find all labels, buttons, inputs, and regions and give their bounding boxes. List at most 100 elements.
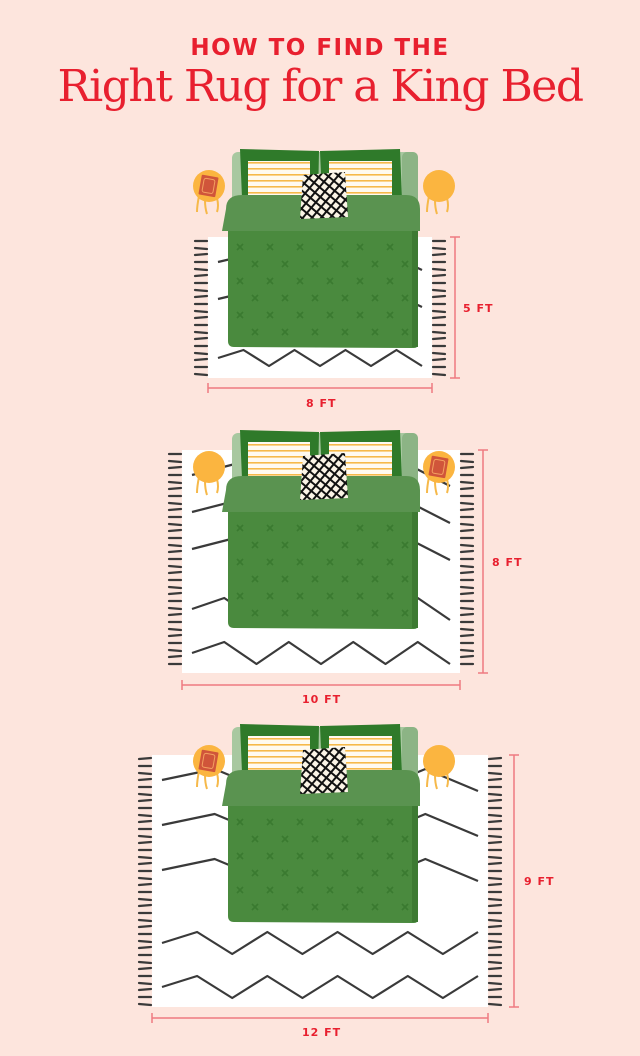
stitch-mark (326, 558, 334, 566)
stitch-mark (296, 524, 304, 532)
dimension-lines (181, 449, 488, 690)
stitch-mark (326, 524, 334, 532)
stitch-mark (356, 311, 364, 319)
stitch-mark (281, 835, 289, 843)
stitch-mark (236, 277, 244, 285)
stitch-mark (401, 575, 409, 583)
stitch-mark (356, 558, 364, 566)
stitch-mark (296, 592, 304, 600)
stitch-mark (296, 277, 304, 285)
nightstand (193, 451, 225, 496)
stitch-mark (401, 835, 409, 843)
stitch-mark (236, 311, 244, 319)
stitch-mark (371, 609, 379, 617)
stitch-mark (311, 328, 319, 336)
stitch-mark (341, 869, 349, 877)
stitch-mark (401, 328, 409, 336)
stitch-mark (311, 260, 319, 268)
stitch-mark (326, 243, 334, 251)
stitch-mark (281, 294, 289, 302)
stitch-mark (311, 835, 319, 843)
stitch-mark (266, 818, 274, 826)
stitch-mark (266, 592, 274, 600)
stitch-mark (356, 852, 364, 860)
stitch-mark (401, 903, 409, 911)
stitch-mark (311, 575, 319, 583)
stitch-mark (386, 277, 394, 285)
stitch-mark (371, 903, 379, 911)
page-title: Right Rug for a King Bed (57, 61, 584, 112)
stitch-mark (266, 524, 274, 532)
stitch-mark (281, 609, 289, 617)
stitch-mark (341, 260, 349, 268)
stitch-mark (356, 886, 364, 894)
stitch-mark (296, 886, 304, 894)
stitch-mark (326, 311, 334, 319)
stitch-mark (251, 541, 259, 549)
stitch-mark (251, 609, 259, 617)
stitch-mark (311, 294, 319, 302)
stitch-mark (236, 558, 244, 566)
stitch-mark (356, 524, 364, 532)
stitch-mark (266, 277, 274, 285)
stitch-mark (236, 243, 244, 251)
stitch-mark (326, 277, 334, 285)
stitch-mark (341, 294, 349, 302)
stitch-mark (356, 592, 364, 600)
stitch-mark (401, 869, 409, 877)
dimension-lines (151, 754, 519, 1023)
stitch-mark (341, 609, 349, 617)
stitch-mark (236, 524, 244, 532)
width-dimension-label: 8 FT (306, 397, 337, 410)
stitch-mark (371, 328, 379, 336)
stitch-mark (236, 592, 244, 600)
stitch-mark (386, 818, 394, 826)
stitch-mark (341, 903, 349, 911)
stitch-mark (281, 260, 289, 268)
stitch-mark (341, 541, 349, 549)
stitch-mark (386, 524, 394, 532)
stitch-mark (281, 328, 289, 336)
stitch-mark (371, 260, 379, 268)
stitch-mark (251, 869, 259, 877)
stitch-mark (296, 243, 304, 251)
stitch-mark (386, 886, 394, 894)
stitch-mark (371, 575, 379, 583)
king-bed (222, 430, 420, 629)
stitch-mark (356, 243, 364, 251)
stitch-mark (371, 541, 379, 549)
stitch-mark (386, 243, 394, 251)
width-dimension-label: 12 FT (302, 1026, 342, 1039)
stitch-mark (371, 869, 379, 877)
stitch-mark (311, 541, 319, 549)
stitch-mark (341, 835, 349, 843)
width-dimension-label: 10 FT (302, 693, 342, 706)
stitch-mark (251, 903, 259, 911)
stitch-mark (236, 886, 244, 894)
header-kicker: HOW TO FIND THE (190, 35, 450, 61)
depth-dimension-label: 9 FT (524, 875, 555, 888)
king-bed (222, 724, 420, 923)
nightstand-with-book (193, 745, 225, 790)
nightstand-with-book (193, 170, 225, 215)
stitch-mark (236, 852, 244, 860)
stitch-mark (311, 903, 319, 911)
depth-dimension-label: 8 FT (492, 556, 523, 569)
stitch-mark (311, 869, 319, 877)
stitch-mark (296, 818, 304, 826)
stitch-mark (236, 818, 244, 826)
nightstand (423, 170, 455, 215)
stitch-mark (266, 886, 274, 894)
depth-dimension-label: 5 FT (463, 302, 494, 315)
stitch-mark (326, 852, 334, 860)
nightstand-with-book (423, 451, 455, 496)
stitch-mark (401, 260, 409, 268)
stitch-mark (371, 835, 379, 843)
stitch-mark (371, 294, 379, 302)
stitch-mark (266, 558, 274, 566)
stitch-mark (281, 869, 289, 877)
